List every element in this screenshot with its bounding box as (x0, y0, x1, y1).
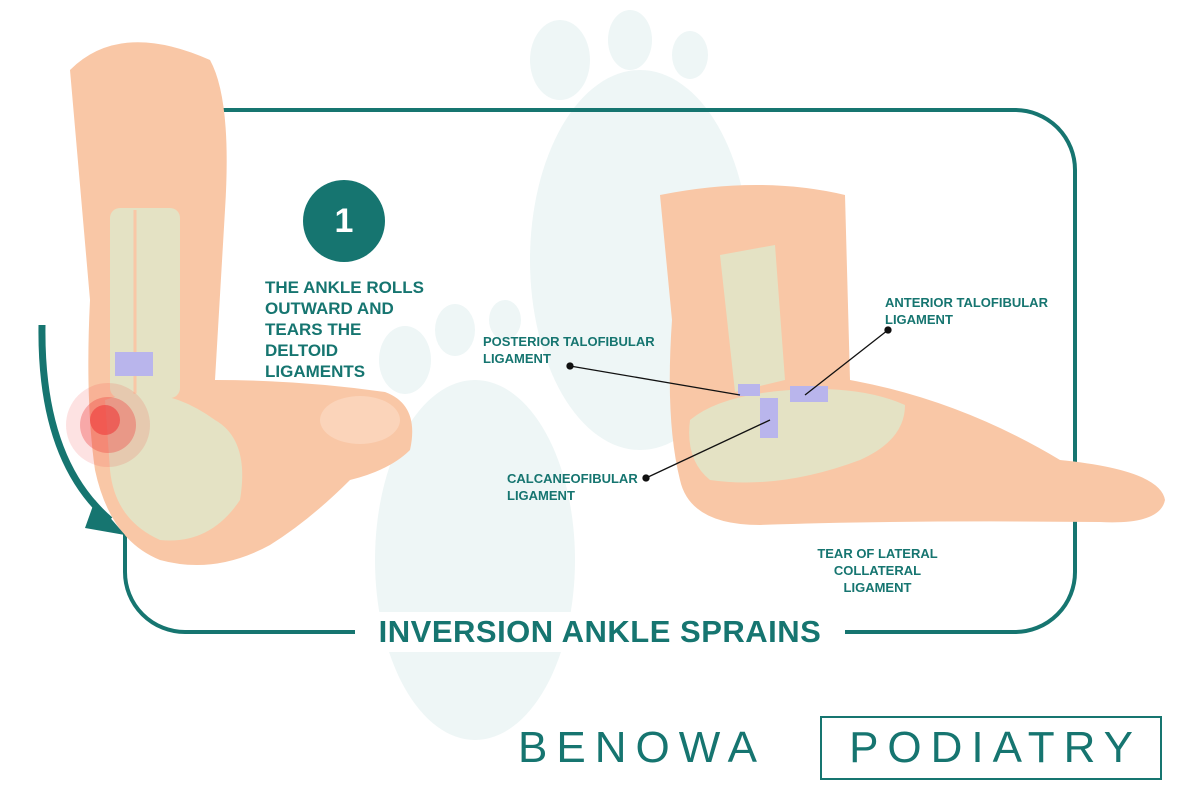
logo-podiatry: PODIATRY (820, 716, 1162, 780)
step-description: THE ANKLE ROLLS OUTWARD AND TEARS THE DE… (265, 278, 424, 381)
label-posterior-talofibular: POSTERIOR TALOFIBULAR LIGAMENT (483, 334, 655, 366)
arrow-head (85, 500, 125, 535)
left-foot-front-view (66, 42, 413, 565)
step-number-badge: 1 (303, 180, 385, 262)
label-anterior-talofibular: ANTERIOR TALOFIBULAR LIGAMENT (885, 295, 1048, 327)
label-calcaneofibular: CALCANEOFIBULAR LIGAMENT (507, 471, 638, 503)
leader-lines (566, 326, 892, 482)
logo-benowa: BENOWA (518, 723, 766, 772)
page-title: INVERSION ANKLE SPRAINS (360, 612, 840, 652)
frame (123, 108, 1077, 634)
right-foot-side-view (660, 185, 1165, 525)
label-tear-lateral-collateral: TEAR OF LATERAL COLLATERAL LIGAMENT (817, 546, 938, 595)
